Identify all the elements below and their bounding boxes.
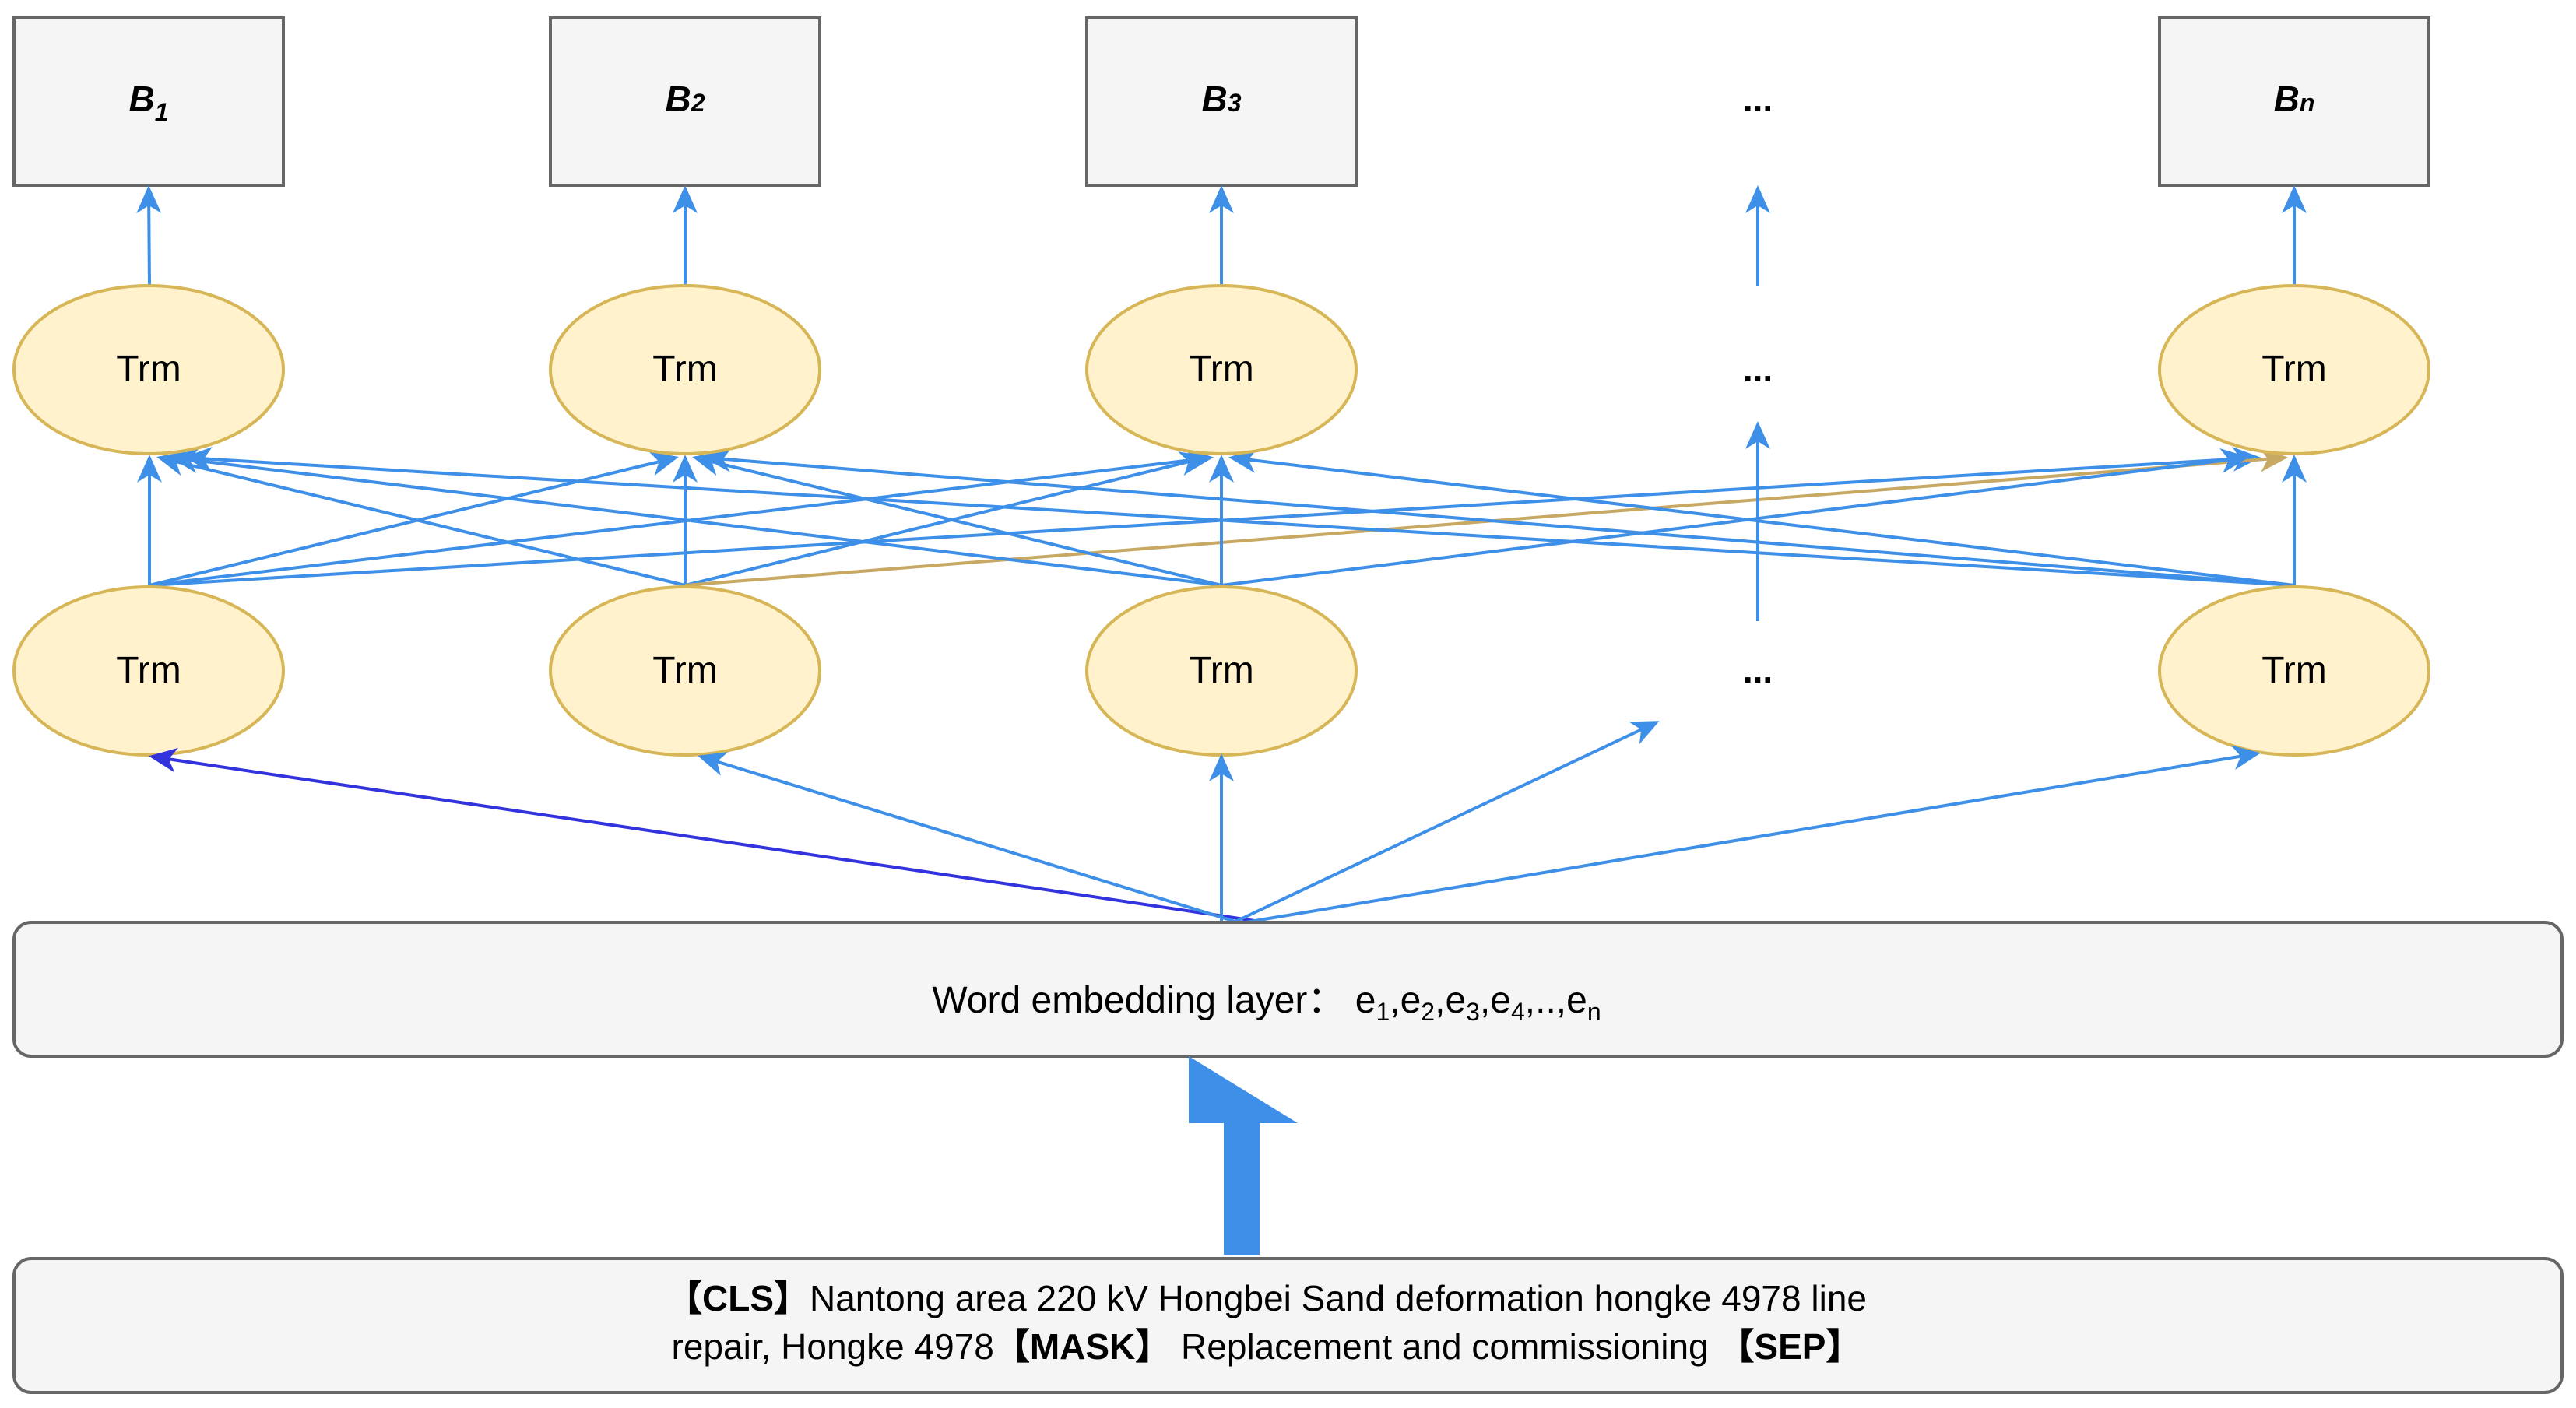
big-up-arrow — [1189, 1056, 1298, 1255]
output-ellipsis: ... — [1743, 79, 1773, 119]
svg-text:Trm: Trm — [652, 650, 718, 691]
embedding-label: Word embedding layer： e1,e2,e3,e4,..,en — [932, 980, 1601, 1026]
svg-text:B2: B2 — [665, 79, 705, 119]
trm-lower-2: Trm — [549, 585, 821, 757]
output-box-1: B1 — [12, 16, 285, 187]
svg-text:Trm: Trm — [1189, 349, 1254, 390]
svg-text:Trm: Trm — [2261, 349, 2327, 390]
output-box-3: B3 — [1085, 16, 1358, 187]
svg-text:Trm: Trm — [116, 650, 181, 691]
svg-text:B3: B3 — [1201, 79, 1241, 119]
trm-lower-3: Trm — [1085, 585, 1358, 757]
trm-upper-n: Trm — [2158, 284, 2430, 455]
svg-text:Trm: Trm — [1189, 650, 1254, 691]
svg-text:Trm: Trm — [116, 349, 181, 390]
word-embedding-layer: Word embedding layer： e1,e2,e3,e4,..,en — [12, 921, 2564, 1058]
svg-text:Bn: Bn — [2274, 79, 2315, 119]
trm-lower-ellipsis: ... — [1743, 650, 1773, 690]
input-line-2: repair, Hongke 4978【MASK】 Replacement an… — [672, 1326, 1862, 1367]
output-box-2: B2 — [549, 16, 821, 187]
transformer-connections — [137, 421, 2307, 621]
svg-text:B1: B1 — [128, 79, 168, 126]
trm-upper-ellipsis: ... — [1743, 349, 1773, 389]
input-sentence-box: 【CLS】Nantong area 220 kV Hongbei Sand de… — [12, 1257, 2564, 1394]
trm-upper-2: Trm — [549, 284, 821, 455]
trm-lower-n: Trm — [2158, 585, 2430, 757]
trm-upper-1: Trm — [12, 284, 285, 455]
svg-text:Trm: Trm — [2261, 650, 2327, 691]
trm-lower-1: Trm — [12, 585, 285, 757]
output-arrows — [136, 185, 2307, 287]
input-line-1: 【CLS】Nantong area 220 kV Hongbei Sand de… — [666, 1278, 1867, 1318]
trm-upper-3: Trm — [1085, 284, 1358, 455]
embedding-arrows — [149, 721, 2261, 924]
output-box-n: Bn — [2158, 16, 2430, 187]
svg-text:Trm: Trm — [652, 349, 718, 390]
